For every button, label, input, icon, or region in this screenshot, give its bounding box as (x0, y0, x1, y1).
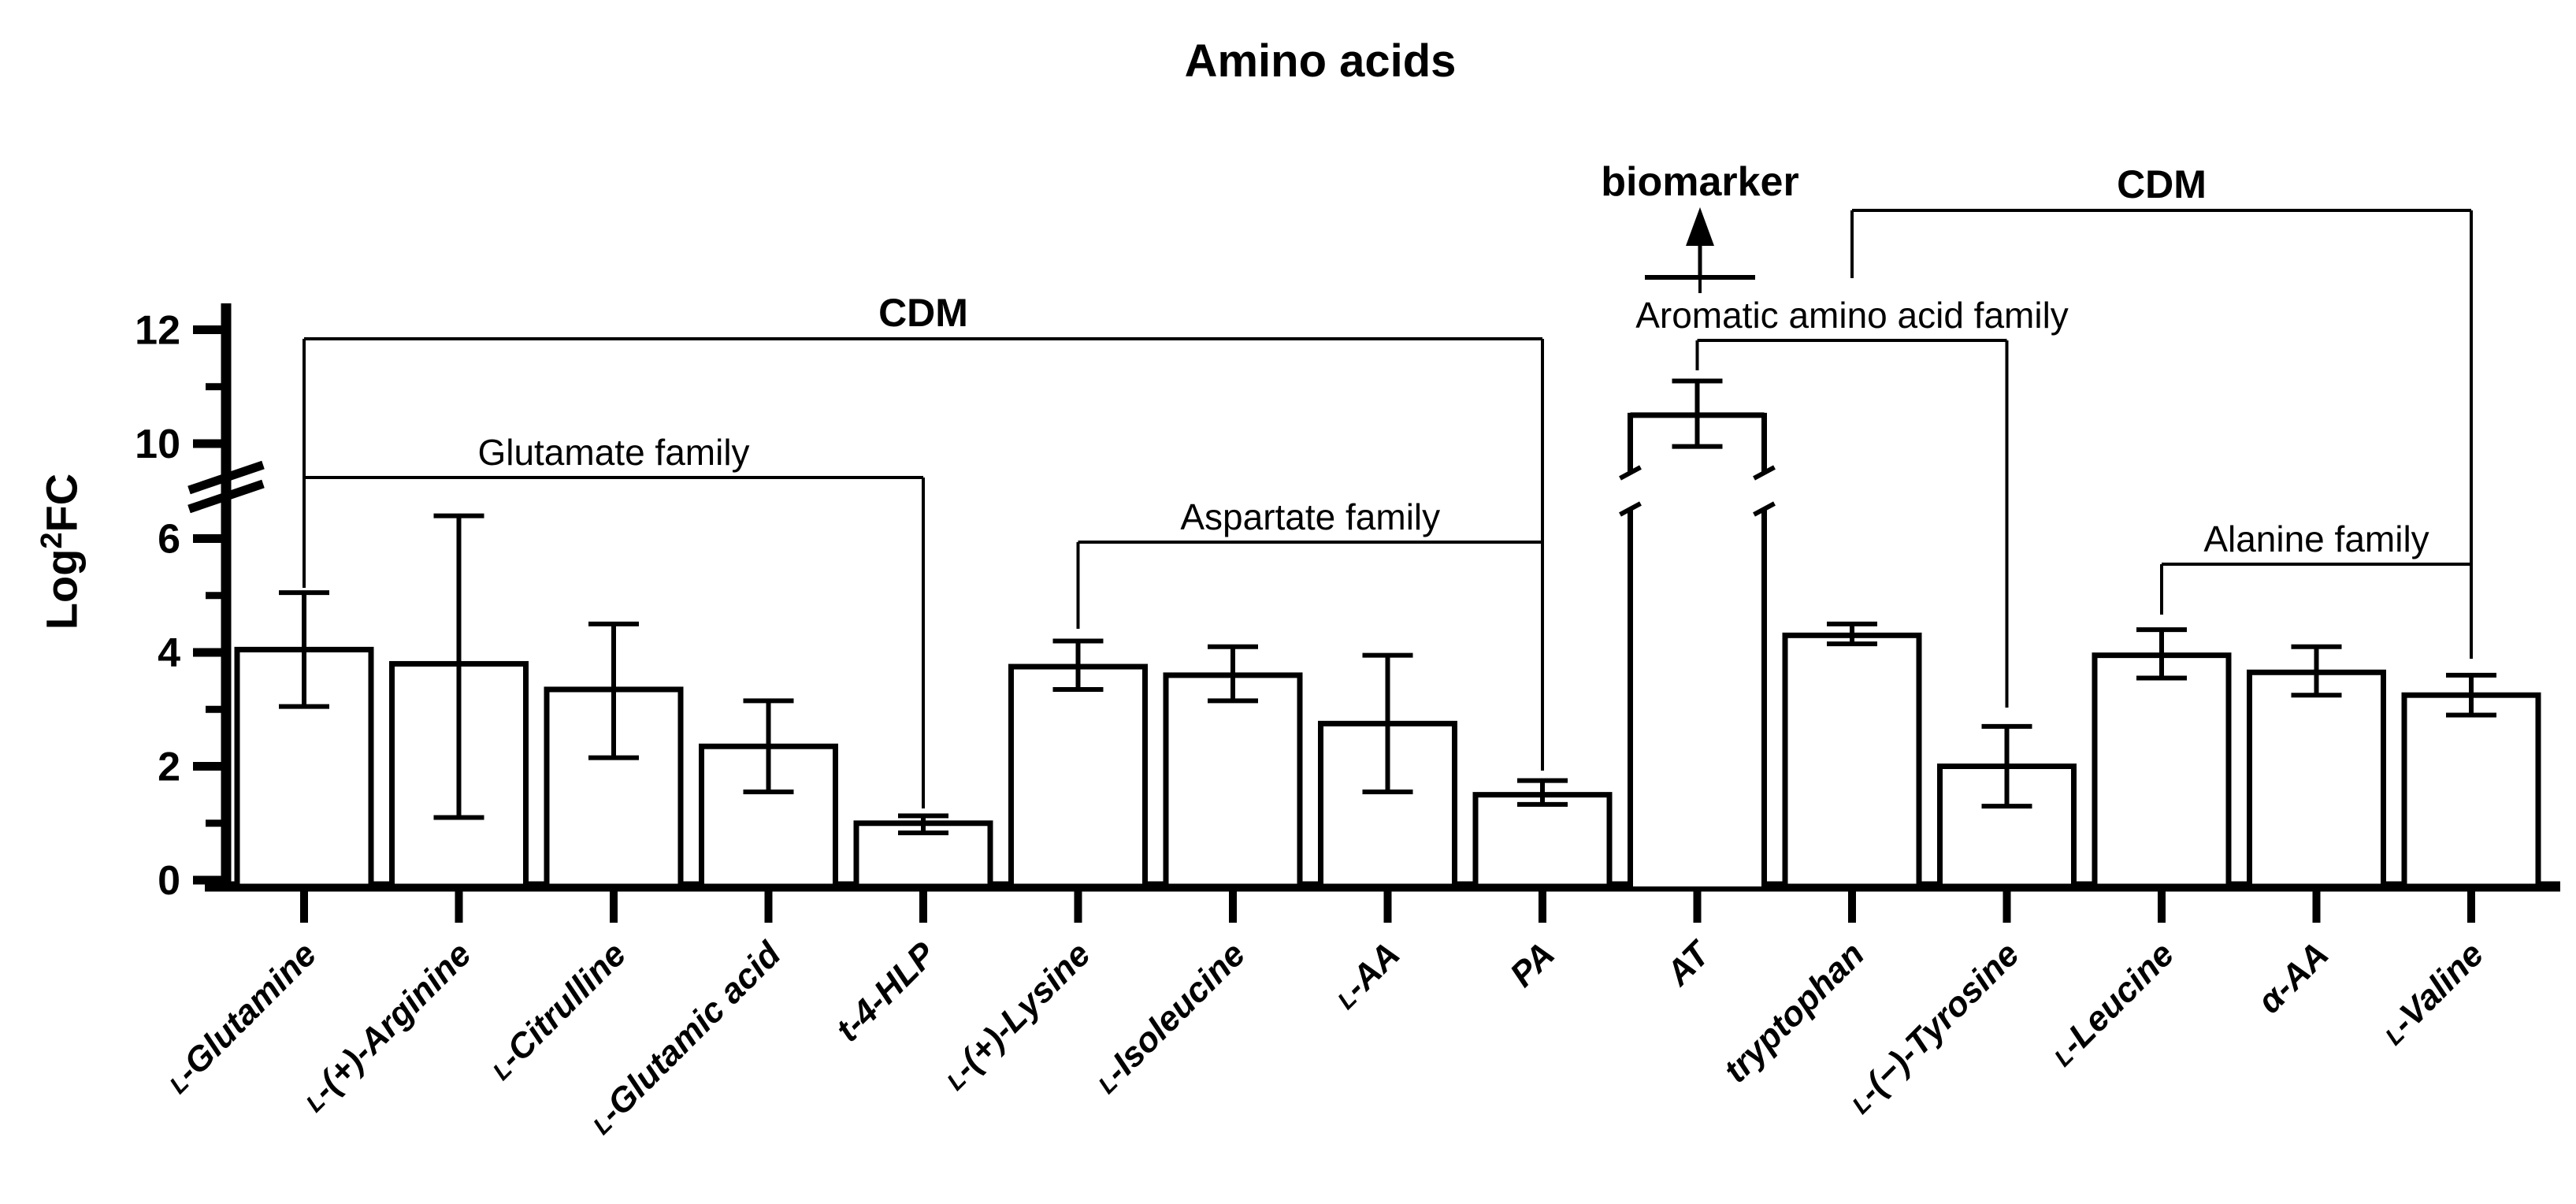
x-tick-label-6: L-Isoleucine (1087, 935, 1253, 1101)
x-tick-label-5: L-(+)-Lysine (935, 935, 1097, 1097)
bracket-label-0: CDM (878, 291, 968, 335)
y-tick-label: 2 (158, 745, 180, 790)
x-tick-label-0: L-Glutamine (158, 935, 325, 1101)
x-tick-label-8: PA (1503, 935, 1563, 994)
x-tick-label-7: L-AA (1326, 935, 1407, 1016)
y-tick-label: 12 (135, 308, 180, 354)
bar-6 (1163, 672, 1303, 890)
bar-8 (1472, 792, 1613, 890)
bar-12 (2092, 652, 2232, 890)
x-tick-label-12: L-Leucine (2043, 935, 2181, 1073)
bar-break-mark (1753, 501, 1776, 517)
bar-14 (2401, 692, 2541, 890)
bar-break-mark (1619, 465, 1642, 481)
bar-13 (2247, 669, 2386, 890)
bar-break-mark (1753, 465, 1776, 481)
y-tick-label: 6 (158, 517, 180, 563)
x-tick-label-10: tryptophan (1717, 935, 1872, 1090)
x-tick-label-4: t-4-HLP (829, 935, 944, 1050)
y-tick-label: 0 (158, 858, 180, 904)
bar-5 (1008, 663, 1148, 890)
bar-break-mark (1619, 501, 1642, 517)
bracket-label-2: Aspartate family (1180, 496, 1440, 537)
bracket-label-4: CDM (2117, 162, 2207, 206)
bracket-label-1: Glutamate family (477, 432, 749, 473)
bracket-label-3: Aromatic amino acid family (1635, 295, 2069, 336)
biomarker-label: biomarker (1601, 159, 1798, 205)
x-tick-label-13: α-AA (2250, 935, 2336, 1020)
bar-9 (1630, 414, 1765, 886)
x-tick-label-14: L-Valine (2374, 935, 2491, 1052)
y-axis-break-slash (187, 460, 265, 495)
chart-title: Amino acids (1184, 35, 1457, 87)
bar-10 (1782, 632, 1922, 890)
bracket-label-5: Alanine family (2203, 518, 2429, 559)
y-axis-break-slash (187, 479, 265, 514)
biomarker-arrow-head (1686, 207, 1714, 246)
y-tick-label: 10 (135, 422, 180, 467)
x-tick-label-2: L-Citrulline (481, 935, 633, 1087)
x-tick-label-9: AT (1658, 933, 1719, 994)
y-tick-label: 4 (158, 630, 180, 676)
